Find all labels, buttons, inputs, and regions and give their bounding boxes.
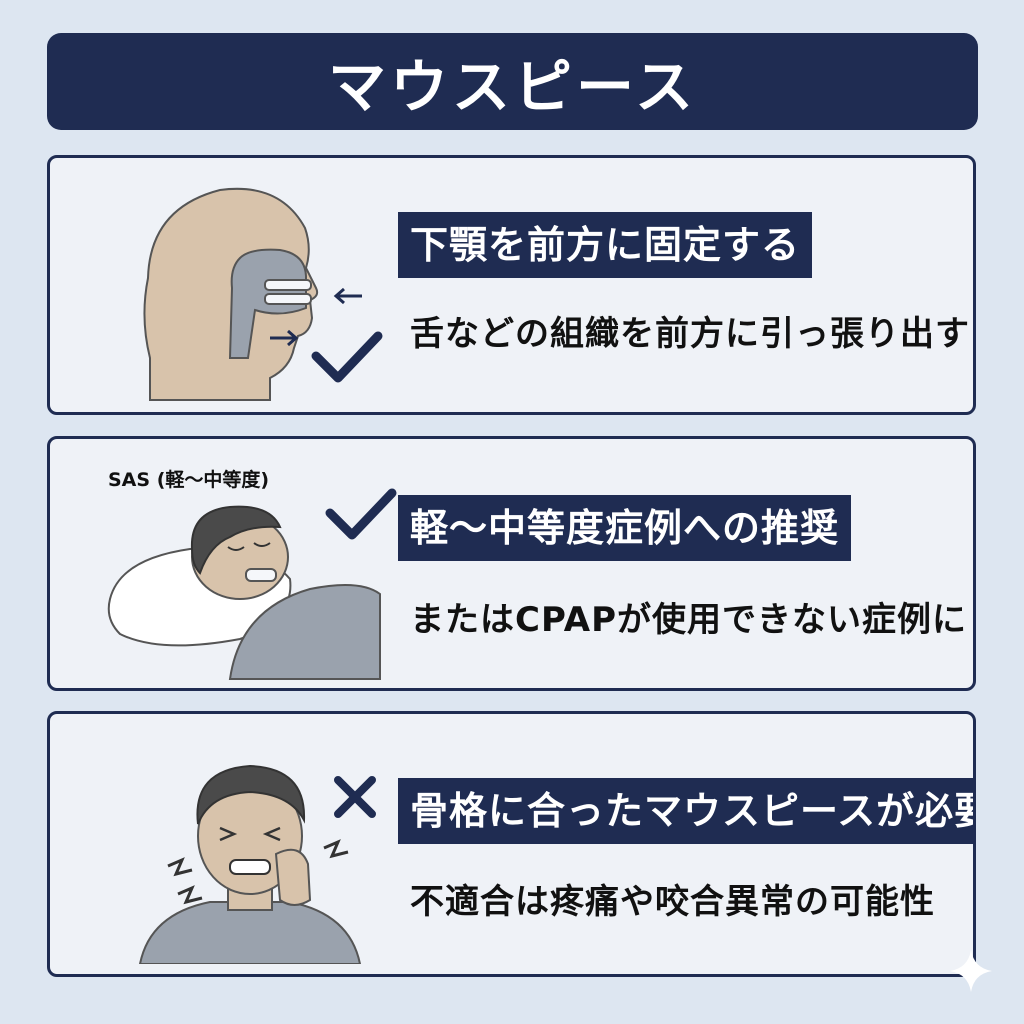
head-silhouette — [143, 187, 319, 401]
eye-left — [227, 546, 245, 551]
mouth — [229, 859, 271, 875]
check-icon — [325, 488, 397, 540]
blanket — [228, 584, 381, 680]
sas-label: SAS (軽〜中等度) — [108, 469, 270, 491]
pain-spark-icon — [167, 857, 193, 877]
pain-spark-icon — [323, 839, 349, 859]
eye-right — [253, 542, 271, 547]
jaw-cross-section-illustration — [143, 187, 383, 401]
mouthpiece — [245, 568, 277, 582]
card-fit-warning: 骨格に合ったマウスピースが必要 不適合は疼痛や咬合異常の可能性 — [47, 711, 976, 977]
shirt — [138, 901, 362, 964]
hand — [274, 848, 312, 906]
cross-icon — [334, 776, 376, 818]
eye-left — [219, 826, 238, 842]
arrow-right-icon — [270, 329, 299, 347]
card-subtext: 不適合は疼痛や咬合異常の可能性 — [410, 882, 935, 922]
hair — [190, 505, 282, 575]
card-recommendation: SAS (軽〜中等度) 軽〜中等度症例への推奨 またはCPAPが使用できない症例… — [47, 436, 976, 691]
sparkle-icon — [950, 950, 992, 992]
card-jaw-fixation: 下顎を前方に固定する 舌などの組織を前方に引っ張り出す — [47, 155, 976, 415]
arrow-left-icon — [333, 287, 362, 305]
card-subtext: またはCPAPが使用できない症例に — [410, 600, 967, 640]
pain-spark-icon — [177, 885, 203, 905]
mouthpiece-upper — [264, 279, 312, 291]
card-heading: 下顎を前方に固定する — [398, 212, 813, 278]
hair — [196, 764, 306, 825]
page-title: マウスピース — [327, 52, 698, 121]
title-banner: マウスピース — [47, 33, 978, 130]
mouthpiece-lower — [264, 293, 312, 305]
sleeping-person-illustration — [107, 488, 397, 680]
card-subtext: 舌などの組織を前方に引っ張り出す — [410, 314, 970, 354]
card-heading: 軽〜中等度症例への推奨 — [398, 495, 852, 561]
check-icon — [311, 331, 383, 383]
card-heading: 骨格に合ったマウスピースが必要 — [398, 778, 973, 844]
eye-right — [262, 826, 281, 842]
person-jaw-pain-illustration — [138, 764, 376, 964]
